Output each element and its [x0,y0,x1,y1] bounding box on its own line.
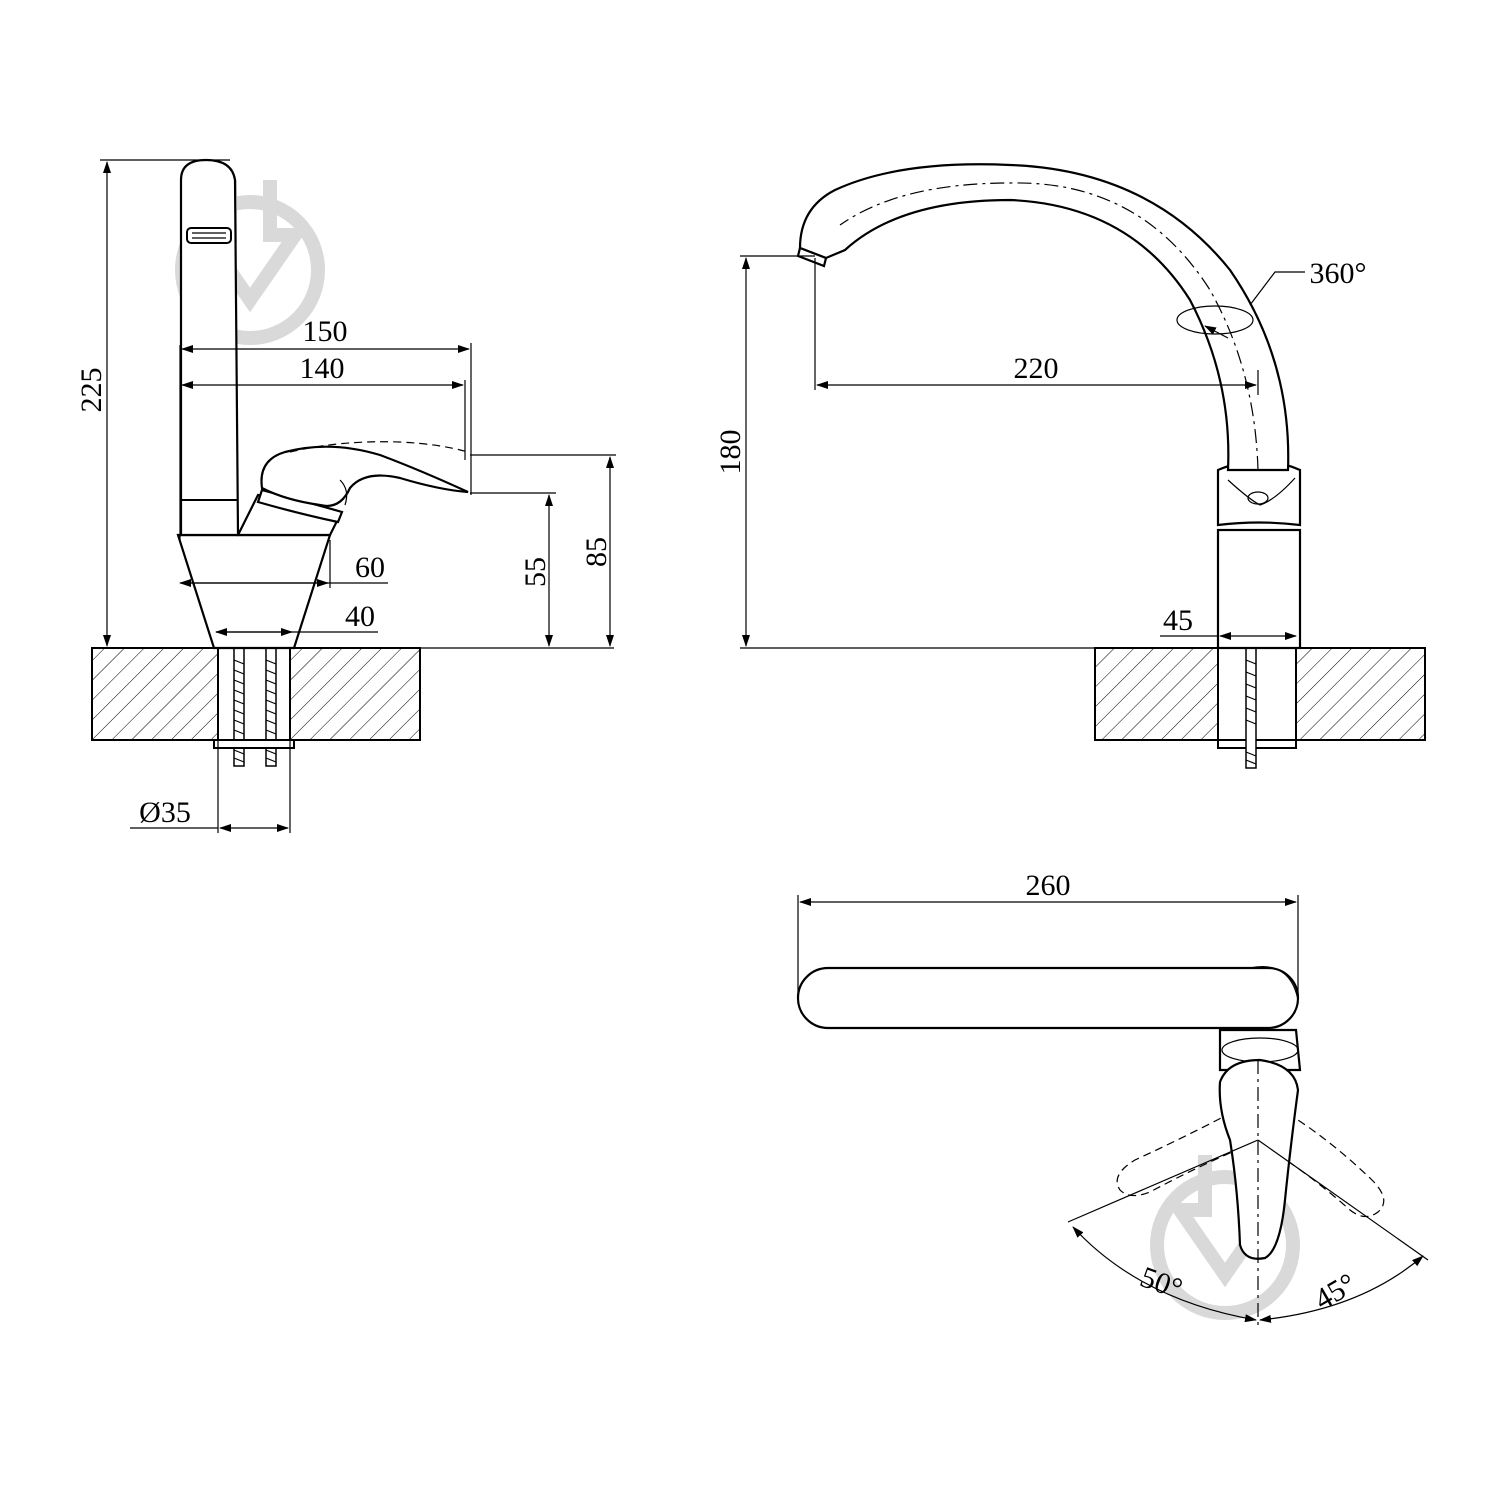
dim-140: 140 [300,352,345,385]
lever-ghost-left [1116,1099,1261,1197]
dim-220: 220 [1014,352,1059,385]
dim-45: 45 [1163,604,1193,637]
side-base [176,533,332,650]
dim-225: 225 [75,368,108,413]
side-spout-column [179,158,240,537]
dim-angle-45: 45° [1309,1267,1362,1317]
top-spout [796,966,1300,1030]
dim-55: 55 [519,557,552,587]
front-view: 360° 180 220 45 [714,163,1426,769]
front-body [1216,528,1302,650]
dim-60: 60 [355,551,385,584]
dim-360: 360° [1310,257,1367,290]
side-view: 225 150 140 60 40 55 85 Ø35 [75,158,616,833]
dim-85: 85 [580,537,613,567]
side-handle [260,445,469,507]
side-aerator [186,227,232,244]
top-view: 260 50° 45° [796,869,1429,1325]
dim-150: 150 [303,315,348,348]
front-spout [798,163,1290,472]
lever-ghost-right [1254,1099,1385,1218]
side-mount-hole [218,648,290,740]
dim-260: 260 [1026,869,1071,902]
top-lever [1218,1058,1300,1260]
dim-diameter-35: Ø35 [139,796,191,829]
dim-40: 40 [345,600,375,633]
dim-180: 180 [714,430,747,475]
